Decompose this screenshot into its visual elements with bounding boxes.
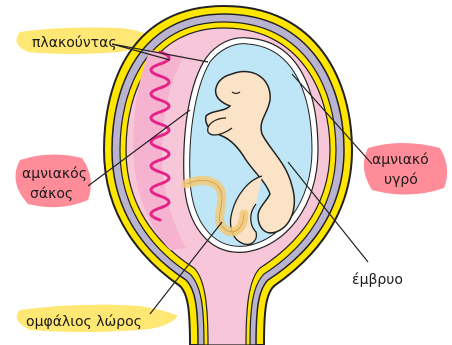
placenta-label: πλακούντας [32,35,117,51]
amniotic-sac-label-line2: σάκος [30,186,73,202]
amniotic-fluid-label-line2: υγρό [384,172,418,188]
embryo-label: έμβρυο [352,272,403,288]
umbilical-cord-label: ομφάλιος λώρος [26,314,142,330]
amniotic-fluid-label-line1: αμνιακό [372,152,429,168]
amniotic-sac-label-line1: αμνιακός [22,166,87,182]
